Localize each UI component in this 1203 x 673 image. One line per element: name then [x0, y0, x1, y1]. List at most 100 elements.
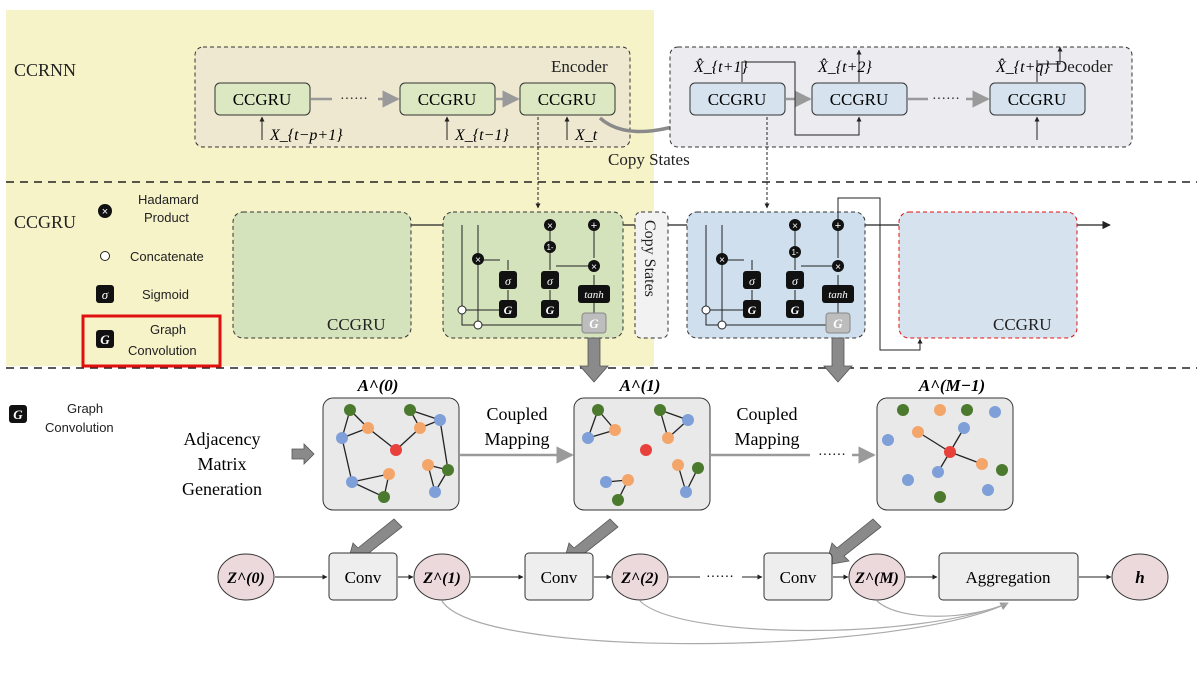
decoder-output-loop [837, 197, 923, 351]
svg-text:G: G [504, 303, 513, 317]
svg-text:G: G [748, 303, 757, 317]
generation-arrow [291, 443, 315, 465]
matrix-a1-label: A^(1) [619, 376, 661, 395]
decoder-cell-2 [811, 82, 908, 116]
skip-z1 [441, 600, 1009, 645]
decoder-feedback-arrow [741, 61, 862, 136]
h-node [1111, 553, 1169, 601]
decoder-sigma-1 [743, 271, 761, 289]
svg-text:G: G [589, 316, 599, 331]
row-label-ccgru: CCGRU [14, 212, 76, 232]
svg-text:1-: 1- [791, 248, 798, 257]
copy-states-box [634, 211, 669, 339]
aggregation-box [938, 552, 1079, 601]
encoder-cell-2 [399, 82, 496, 116]
adjacency-line2: Matrix [198, 454, 247, 474]
copy-states-label: Copy States [608, 150, 690, 169]
encoder-hadamard-mid [588, 260, 600, 272]
encoder-g-2 [541, 300, 559, 318]
decoder-hadamard-mid [832, 260, 844, 272]
svg-text:×: × [475, 255, 481, 266]
svg-text:×: × [792, 221, 798, 232]
mapping-dots: ······ [818, 448, 846, 463]
svg-text:1-: 1- [546, 243, 553, 252]
encoder-cell-3-label: CCGRU [538, 90, 597, 109]
decoder-title: Decoder [1055, 57, 1113, 76]
sigmoid-icon [96, 285, 114, 303]
graph-conv-icon-bottom [9, 405, 27, 423]
svg-text:G: G [546, 303, 555, 317]
mapping-2-line2: Mapping [735, 429, 800, 449]
down-arrow-2 [823, 337, 853, 383]
legend: × Hadamard Product Concatenate σ Sigmoid… [9, 192, 222, 435]
encoder-g-1 [499, 300, 517, 318]
decoder-cell-1-label: CCGRU [708, 90, 767, 109]
matrix-a0-label: A^(0) [357, 376, 399, 395]
ccgru-block-left-label: CCGRU [327, 315, 386, 334]
decoder-dots: ······ [932, 92, 960, 107]
encoder-plus-node [588, 219, 600, 231]
encoder-cell-2-label: CCGRU [418, 90, 477, 109]
encoder-cell-1-label: CCGRU [233, 90, 292, 109]
decoder-tanh [822, 285, 854, 303]
z1-label: Z^(1) [422, 570, 461, 587]
svg-text:G: G [13, 407, 23, 422]
svg-text:×: × [591, 262, 597, 273]
svg-text:×: × [835, 262, 841, 273]
encoder-cell-detail: × × + 1- × σ σ tanh G G G [442, 211, 624, 339]
encoder-cell-frame [442, 211, 624, 339]
encoder-sigma-2 [541, 271, 559, 289]
decoder-plus-node [832, 219, 844, 231]
encoder-block: Encoder CCGRU CCGRU CCGRU ······ X_{t−p+… [194, 46, 631, 148]
ccgru-block-right [898, 211, 1078, 339]
encoder-input-3: X_t [574, 127, 598, 144]
svg-text:σ: σ [792, 274, 799, 288]
skip-zm [876, 600, 1009, 617]
svg-text:×: × [719, 255, 725, 266]
matrix-am1-label: A^(M−1) [918, 376, 985, 395]
h-label: h [1135, 568, 1144, 587]
svg-text:σ: σ [505, 274, 512, 288]
legend-bottom-line2: Convolution [45, 420, 114, 435]
svg-text:σ: σ [749, 274, 756, 288]
legend-graph-line1: Graph [150, 322, 186, 337]
legend-graph-line2: Convolution [128, 343, 197, 358]
hadamard-icon [98, 204, 112, 218]
svg-text:G: G [833, 316, 843, 331]
decoder-output-3: X̂_{t+q} [995, 57, 1050, 76]
encoder-hadamard-node [472, 253, 484, 265]
row-label-ccrnn: CCRNN [14, 60, 76, 80]
zm-label: Z^(M) [854, 570, 899, 587]
conv-1-label: Conv [345, 568, 382, 587]
mapping-2-line1: Coupled [737, 404, 798, 424]
decoder-output-arrow-3 [1037, 46, 1063, 65]
concatenate-icon [100, 251, 110, 261]
graph-conv-icon [96, 330, 114, 348]
z0-node [217, 553, 275, 601]
ccgru-block-left [232, 211, 412, 339]
decoder-cell-detail: × × + 1- × σ σ tanh G G G [686, 211, 866, 339]
matrix-a0-nodes [336, 404, 454, 503]
decoder-cell-3 [989, 82, 1086, 116]
decoder-g-2 [786, 300, 804, 318]
svg-text:σ: σ [547, 274, 554, 288]
encoder-g-highlight [581, 312, 607, 334]
encoder-sigma-1 [499, 271, 517, 289]
encoder-one-minus-node [544, 241, 556, 253]
conv-3 [763, 552, 833, 601]
encoder-cell-1 [214, 82, 311, 116]
decoder-cell-1 [689, 82, 786, 116]
aggregation-label: Aggregation [966, 568, 1051, 587]
decoder-hadamard-top [789, 219, 801, 231]
conv-1 [328, 552, 398, 601]
z2-label: Z^(2) [620, 570, 659, 587]
decoder-g-1 [743, 300, 761, 318]
decoder-one-minus-node [789, 246, 801, 258]
encoder-input-2: X_{t−1} [454, 127, 509, 144]
zm-node [848, 553, 906, 601]
svg-text:×: × [102, 206, 108, 218]
skip-z2 [639, 600, 1009, 632]
diag-arrow-3 [825, 518, 882, 566]
z0-label: Z^(0) [226, 570, 265, 587]
